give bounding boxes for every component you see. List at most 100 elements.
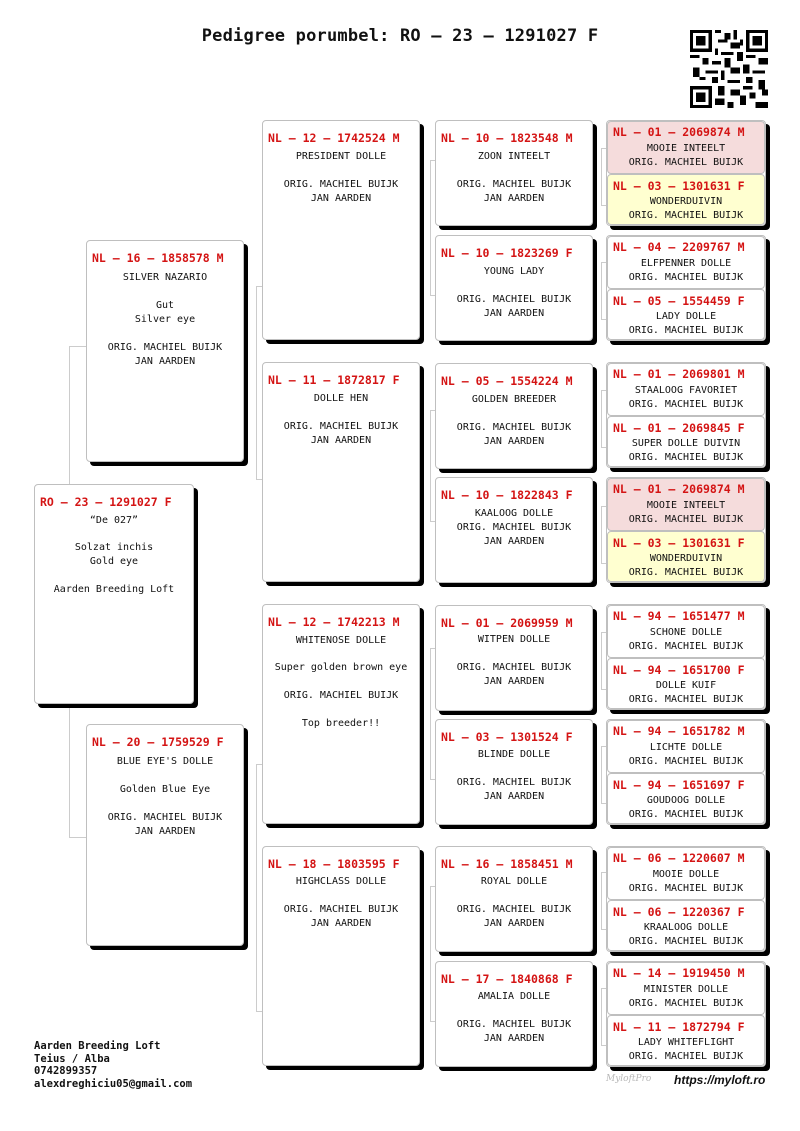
card-line: STAALOOG FAVORIET [634, 385, 738, 396]
card-line: Gut [155, 300, 175, 311]
ring-number: NL – 12 – 1742524 M [268, 131, 400, 145]
card-line: WITPEN DOLLE [477, 634, 551, 645]
ring-number: NL – 10 – 1823548 M [441, 131, 573, 145]
card-line: LADY DOLLE [655, 311, 717, 322]
ancestor-group: NL – 94 – 1651477 M SCHONE DOLLE ORIG. M… [606, 604, 766, 710]
ring-number: NL – 16 – 1858578 M [92, 251, 224, 265]
card-line: PRESIDENT DOLLE [295, 151, 387, 162]
card-line: ORIG. MACHIEL BUIJK [628, 694, 744, 705]
ring-number: NL – 12 – 1742213 M [268, 615, 400, 629]
card-line: ORIG. MACHIEL BUIJK [628, 998, 744, 1009]
card-line: ORIG. MACHIEL BUIJK [283, 179, 399, 190]
ring-number: NL – 06 – 1220607 M [613, 851, 745, 865]
ring-number: NL – 04 – 2209767 M [613, 240, 745, 254]
ring-number: NL – 03 – 1301631 F [613, 536, 745, 550]
ancestor-band: NL – 06 – 1220607 M MOOIE DOLLE ORIG. MA… [607, 847, 765, 900]
ring-number: NL – 06 – 1220367 F [613, 905, 745, 919]
card-line: SCHONE DOLLE [649, 627, 723, 638]
ring-number: NL – 01 – 2069874 M [613, 125, 745, 139]
grandparent-card: NL – 11 – 1872817 F DOLLE HEN ORIG. MACH… [262, 362, 420, 582]
card-line: ORIG. MACHIEL BUIJK [628, 272, 744, 283]
ring-number: NL – 20 – 1759529 F [92, 735, 224, 749]
card-line: ORIG. MACHIEL BUIJK [628, 1051, 744, 1062]
ring-number: NL – 16 – 1858451 M [441, 857, 573, 871]
great-grandparent-card: NL – 01 – 2069959 M WITPEN DOLLE ORIG. M… [435, 605, 593, 711]
ancestor-band: NL – 04 – 2209767 M ELFPENNER DOLLE ORIG… [607, 236, 765, 289]
card-line: BLUE EYE'S DOLLE [116, 756, 214, 767]
connector [256, 286, 264, 480]
card-line: JAN AARDEN [483, 536, 545, 547]
loft-email: alexdreghiciu05@gmail.com [34, 1077, 193, 1090]
card-line: LADY WHITEFLIGHT [637, 1037, 735, 1048]
card-line: SUPER DOLLE DUIVIN [631, 438, 741, 449]
card-line: ORIG. MACHIEL BUIJK [628, 325, 744, 336]
ring-number: NL – 03 – 1301631 F [613, 179, 745, 193]
card-line: JAN AARDEN [483, 193, 545, 204]
card-line: SILVER NAZARIO [122, 272, 208, 283]
card-line: AMALIA DOLLE [477, 991, 551, 1002]
card-line: Top breeder!! [301, 718, 381, 729]
card-line: ELFPENNER DOLLE [640, 258, 732, 269]
connector [601, 262, 607, 320]
card-line: JAN AARDEN [310, 435, 372, 446]
ring-number: NL – 18 – 1803595 F [268, 857, 400, 871]
ancestor-band: NL – 01 – 2069801 M STAALOOG FAVORIET OR… [607, 363, 765, 416]
ring-number: NL – 01 – 2069874 M [613, 482, 745, 496]
ring-number: NL – 94 – 1651697 F [613, 778, 745, 792]
great-grandparent-card: NL – 17 – 1840868 F AMALIA DOLLE ORIG. M… [435, 961, 593, 1067]
ring-number: NL – 17 – 1840868 F [441, 972, 573, 986]
site-url-link[interactable]: https://myloft.ro [674, 1073, 766, 1087]
ancestor-band: NL – 94 – 1651697 F GOUDOOG DOLLE ORIG. … [607, 773, 765, 824]
ancestor-band: NL – 11 – 1872794 F LADY WHITEFLIGHT ORI… [607, 1015, 765, 1066]
card-line: ORIG. MACHIEL BUIJK [283, 904, 399, 915]
ancestor-group: NL – 01 – 2069874 M MOOIE INTEELT ORIG. … [606, 120, 766, 226]
watermark-logo: MyloftPro [606, 1074, 652, 1084]
card-line: WHITENOSE DOLLE [295, 635, 387, 646]
ring-number: NL – 14 – 1919450 M [613, 966, 745, 980]
card-line: ORIG. MACHIEL BUIJK [628, 567, 744, 578]
ancestor-band: NL – 94 – 1651700 F DOLLE KUIF ORIG. MAC… [607, 658, 765, 709]
connector [601, 390, 607, 448]
card-line: JAN AARDEN [483, 918, 545, 929]
card-line: Solzat inchis [74, 542, 154, 553]
ring-number: NL – 11 – 1872817 F [268, 373, 400, 387]
contact-block: Aarden Breeding Loft Teius / Alba 074289… [34, 1040, 192, 1090]
card-line: JAN AARDEN [483, 436, 545, 447]
card-line: MOOIE INTEELT [646, 500, 726, 511]
card-line: JAN AARDEN [483, 308, 545, 319]
loft-location: Teius / Alba [34, 1052, 110, 1065]
ancestor-group: NL – 14 – 1919450 M MINISTER DOLLE ORIG.… [606, 961, 766, 1067]
card-line: Silver eye [134, 314, 196, 325]
connector [430, 648, 436, 780]
ancestor-band: NL – 03 – 1301631 F WONDERDUIVIN ORIG. M… [607, 174, 765, 225]
connector [601, 148, 607, 206]
ancestor-band: NL – 01 – 2069874 M MOOIE INTEELT ORIG. … [607, 121, 765, 174]
card-line: KRAALOOG DOLLE [643, 922, 729, 933]
ring-number: NL – 11 – 1872794 F [613, 1020, 745, 1034]
card-line: ORIG. MACHIEL BUIJK [456, 179, 572, 190]
card-line: JAN AARDEN [134, 826, 196, 837]
ancestor-band: NL – 94 – 1651477 M SCHONE DOLLE ORIG. M… [607, 605, 765, 658]
connector [601, 506, 607, 564]
card-line: ORIG. MACHIEL BUIJK [628, 399, 744, 410]
card-line: ZOON INTEELT [477, 151, 551, 162]
card-line: JAN AARDEN [310, 193, 372, 204]
great-grandparent-card: NL – 10 – 1823269 F YOUNG LADY ORIG. MAC… [435, 235, 593, 341]
ancestor-band: NL – 14 – 1919450 M MINISTER DOLLE ORIG.… [607, 962, 765, 1015]
connector [430, 160, 436, 296]
ancestor-band: NL – 03 – 1301631 F WONDERDUIVIN ORIG. M… [607, 531, 765, 582]
card-line: MOOIE INTEELT [646, 143, 726, 154]
card-line: BLINDE DOLLE [477, 749, 551, 760]
card-line: ORIG. MACHIEL BUIJK [456, 1019, 572, 1030]
ancestor-group: NL – 06 – 1220607 M MOOIE DOLLE ORIG. MA… [606, 846, 766, 952]
connector [601, 872, 607, 930]
card-line: ORIG. MACHIEL BUIJK [628, 157, 744, 168]
card-line: ORIG. MACHIEL BUIJK [628, 809, 744, 820]
ancestor-group: NL – 04 – 2209767 M ELFPENNER DOLLE ORIG… [606, 235, 766, 341]
card-line: Aarden Breeding Loft [53, 584, 175, 595]
card-line: ORIG. MACHIEL BUIJK [456, 522, 572, 533]
connector [430, 410, 436, 522]
card-line: ORIG. MACHIEL BUIJK [283, 690, 399, 701]
loft-name: Aarden Breeding Loft [34, 1040, 161, 1052]
great-grandparent-card: NL – 10 – 1822843 F KAALOOG DOLLE ORIG. … [435, 477, 593, 583]
